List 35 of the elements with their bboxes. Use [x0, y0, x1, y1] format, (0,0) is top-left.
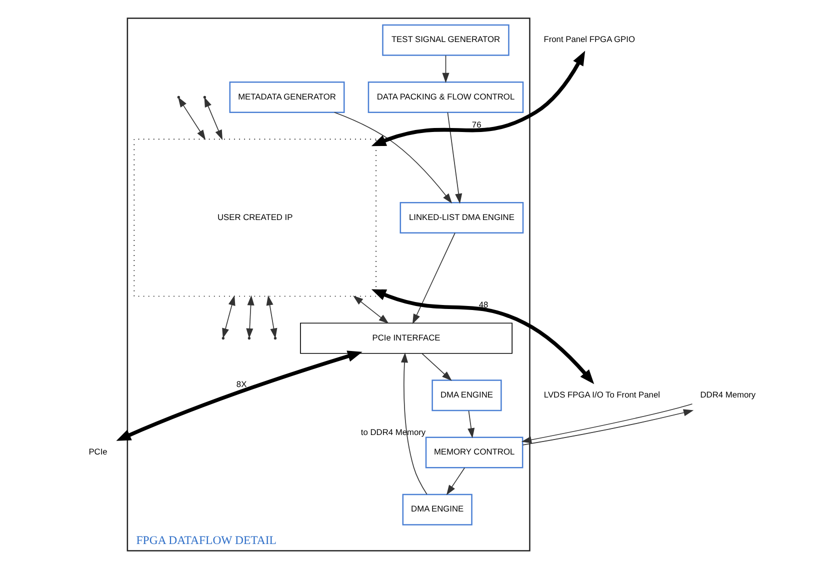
node-box: METADATA GENERATOR [228, 81, 344, 113]
arrow [370, 50, 585, 146]
arrow [446, 467, 465, 496]
node-box: PCIe INTERFACE [300, 322, 512, 354]
node-box: USER CREATED IP [133, 138, 376, 297]
node-text: DDR4 Memory [700, 389, 756, 400]
arrow [412, 232, 455, 324]
arrow [246, 295, 254, 338]
edge-label: 8X [236, 378, 246, 389]
arrow [222, 295, 235, 338]
node-box: LINKED-LIST DMA ENGINE [399, 202, 524, 234]
node-box: DMA ENGINE [431, 380, 502, 412]
arrow [352, 296, 388, 324]
arrow [446, 112, 462, 204]
arrow [400, 352, 427, 495]
arrow [266, 295, 277, 338]
node-text: LVDS FPGA I/O To Front Panel [543, 389, 660, 400]
arrow [370, 289, 594, 384]
arrow [204, 96, 222, 140]
node-box: DATA PACKING & FLOW CONTROL [367, 81, 524, 113]
arrow [467, 410, 474, 438]
node-box: TEST SIGNAL GENERATOR [382, 24, 509, 56]
arrow [116, 350, 362, 441]
arrow [334, 112, 452, 204]
arrow [421, 353, 452, 381]
node-text: Front Panel FPGA GPIO [543, 34, 634, 44]
edge-label: 76 [471, 120, 481, 130]
edge-label: 48 [478, 300, 488, 310]
arrow [522, 409, 694, 446]
node-box: DMA ENGINE [402, 494, 472, 526]
arrow [520, 404, 692, 444]
arrow [442, 55, 449, 83]
node-text: PCIe [88, 446, 107, 457]
arrow [178, 97, 206, 140]
node-box: MEMORY CONTROL [424, 436, 523, 468]
